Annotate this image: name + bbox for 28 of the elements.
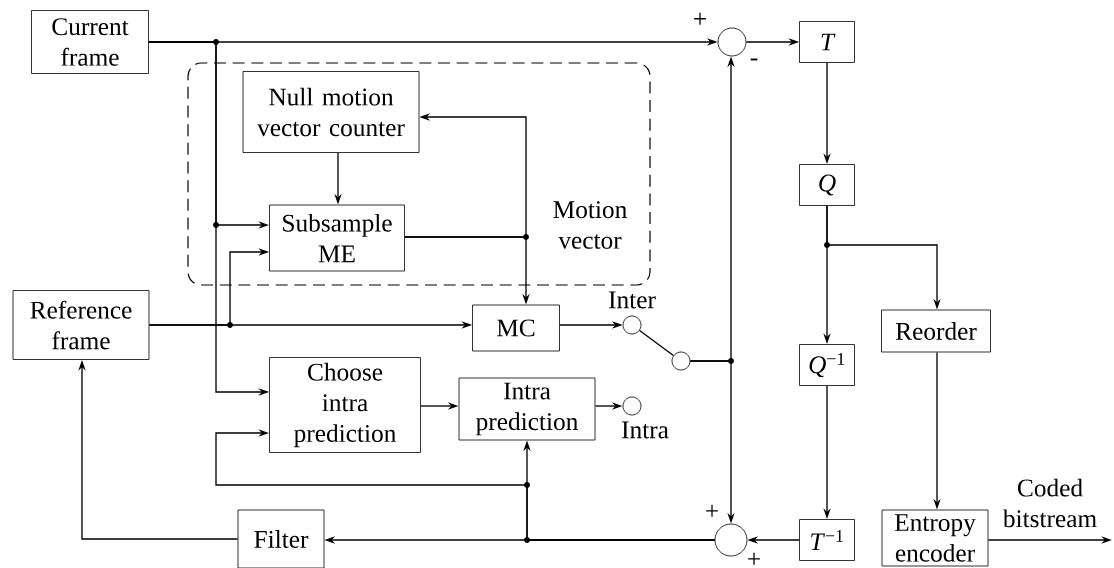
terminal-label: Intra bbox=[622, 421, 669, 439]
process-box: MC bbox=[472, 304, 560, 352]
process-box: Filter bbox=[237, 509, 325, 568]
region-label: Motion vector bbox=[553, 201, 627, 249]
process-box: T$^{−1}$ bbox=[799, 519, 855, 561]
process-box: Reorder bbox=[881, 309, 991, 353]
adder-circle bbox=[717, 27, 747, 57]
sign-label: + bbox=[748, 552, 760, 565]
process-box: Subsample ME bbox=[269, 204, 405, 272]
process-box: Choose intra prediction bbox=[269, 357, 421, 453]
process-box: Q$^{−1}$ bbox=[799, 344, 855, 386]
process-box: Q bbox=[799, 164, 855, 206]
sign-label: + bbox=[706, 504, 718, 517]
sign-label: + bbox=[694, 12, 706, 25]
process-box: Reference frame bbox=[12, 290, 150, 360]
switch-contact bbox=[622, 315, 642, 335]
process-box: Entropy encoder bbox=[881, 509, 989, 567]
switch-contact bbox=[671, 351, 691, 371]
edge-label: Coded bitstream bbox=[1002, 478, 1097, 528]
process-box: Null motion vector counter bbox=[242, 71, 420, 153]
switch-contact bbox=[622, 396, 642, 416]
arrow bbox=[215, 429, 716, 541]
process-box: Current frame bbox=[31, 10, 149, 74]
terminal-label: Inter bbox=[609, 291, 656, 309]
adder-circle bbox=[714, 523, 748, 557]
sign-label: - bbox=[750, 58, 758, 61]
process-box: T bbox=[799, 21, 855, 63]
process-box: Intra prediction bbox=[458, 377, 596, 441]
